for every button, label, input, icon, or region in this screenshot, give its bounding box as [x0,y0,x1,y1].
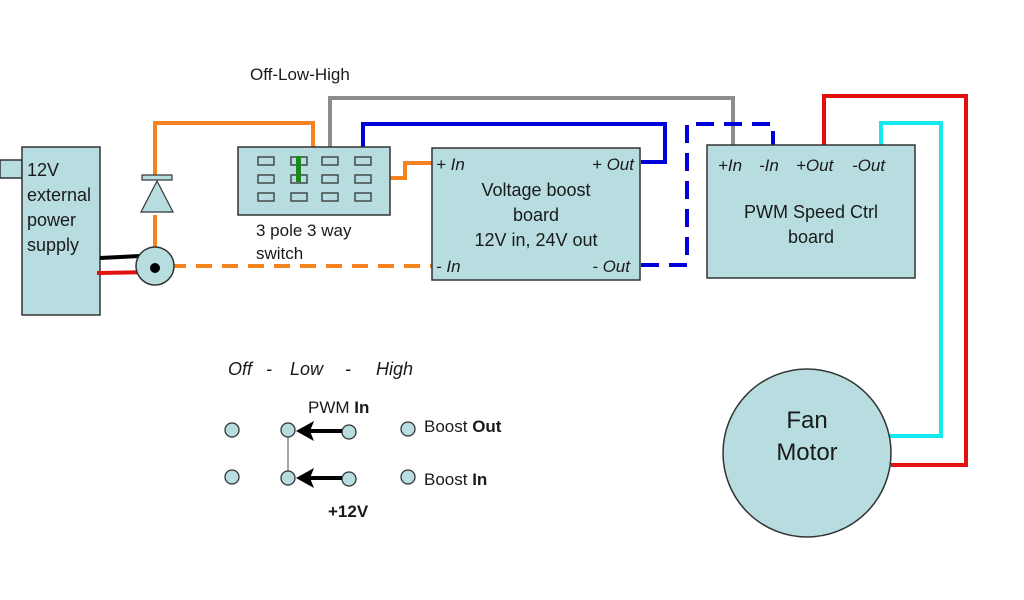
legend-arrow-top [296,421,342,441]
rotary-switch: 3 pole 3 way switch [237,146,391,263]
wire-cyan-pwm-motor [879,121,943,438]
power-supply-plug [0,159,23,179]
fan-motor-line-1: Fan [786,407,827,434]
switch-contact [257,192,275,202]
power-supply-line-2: external [27,185,91,205]
boost-line-3: 12V in, 24V out [474,230,597,250]
pwm-line-1: PWM Speed Ctrl [744,202,878,222]
boost-line-2: board [513,205,559,225]
legend-off: Off [228,359,254,379]
fan-motor-line-2: Motor [776,439,837,466]
legend-contact [400,469,416,485]
pwm-terminal-plus-out: +Out [796,156,835,175]
pwm-line-2: board [788,227,834,247]
power-supply-line-3: power [27,210,76,230]
switch-label-line-1: 3 pole 3 way [256,221,352,240]
switch-contact [354,192,372,202]
legend-dash-2: - [345,359,351,379]
legend-contact [400,421,416,437]
switch-contact [354,156,372,166]
power-jack-pin [150,263,160,273]
legend-dash-1: - [266,359,272,379]
legend-contact [280,422,296,438]
switch-contact [321,156,339,166]
pwm-board: +In -In +Out -Out PWM Speed Ctrl board [706,144,916,279]
legend-boost-in: Boost In [424,470,487,489]
wires [96,94,968,467]
legend-pwm-in: PWM In [308,398,369,417]
boost-minus-out: - Out [592,257,631,276]
power-supply-line-4: supply [27,235,79,255]
switch-contact [354,174,372,184]
boost-board: + In + Out Voltage boost board 12V in, 2… [431,147,641,281]
switch-legend: Off - Low - High PWM In Boost Out Boost … [224,359,502,521]
boost-plus-in: + In [436,155,465,174]
power-jack [135,246,175,286]
legend-contact [224,469,240,485]
boost-line-1: Voltage boost [481,180,590,200]
boost-plus-out: + Out [592,155,635,174]
legend-boost-out: Boost Out [424,417,502,436]
wire-black-psu [99,254,141,260]
legend-high: High [376,359,413,379]
legend-contact [341,471,357,487]
legend-contact [341,424,357,440]
power-supply-box [21,146,101,316]
switch-contact [257,174,275,184]
switch-contact [257,156,275,166]
switch-contact [321,192,339,202]
diode [140,174,174,213]
power-supply: 12V external power supply [0,146,101,316]
legend-contact [224,422,240,438]
fan-motor-body [722,368,892,538]
pwm-terminal-minus-out: -Out [852,156,886,175]
pwm-terminal-minus-in: -In [759,156,779,175]
power-supply-line-1: 12V [27,160,59,180]
wire-blue-dashed-ground [641,122,775,267]
wire-blue-boost-out [361,122,667,164]
diode-bar [141,174,173,181]
boost-board-box [431,147,641,281]
diode-triangle [140,179,174,213]
switch-label-line-2: switch [256,244,303,263]
fan-motor: Fan Motor [722,368,892,538]
legend-low: Low [290,359,324,379]
legend-arrow-bottom [296,468,342,488]
pwm-terminal-plus-in: +In [718,156,742,175]
switch-contact [290,192,308,202]
switch-green-link [296,156,301,182]
legend-contact [280,470,296,486]
title-off-low-high: Off-Low-High [250,65,350,84]
wire-red-pwm-motor [822,94,968,467]
legend-plus-12v: +12V [328,502,369,521]
switch-contact [321,174,339,184]
boost-minus-in: - In [436,257,461,276]
pwm-board-box [706,144,916,279]
